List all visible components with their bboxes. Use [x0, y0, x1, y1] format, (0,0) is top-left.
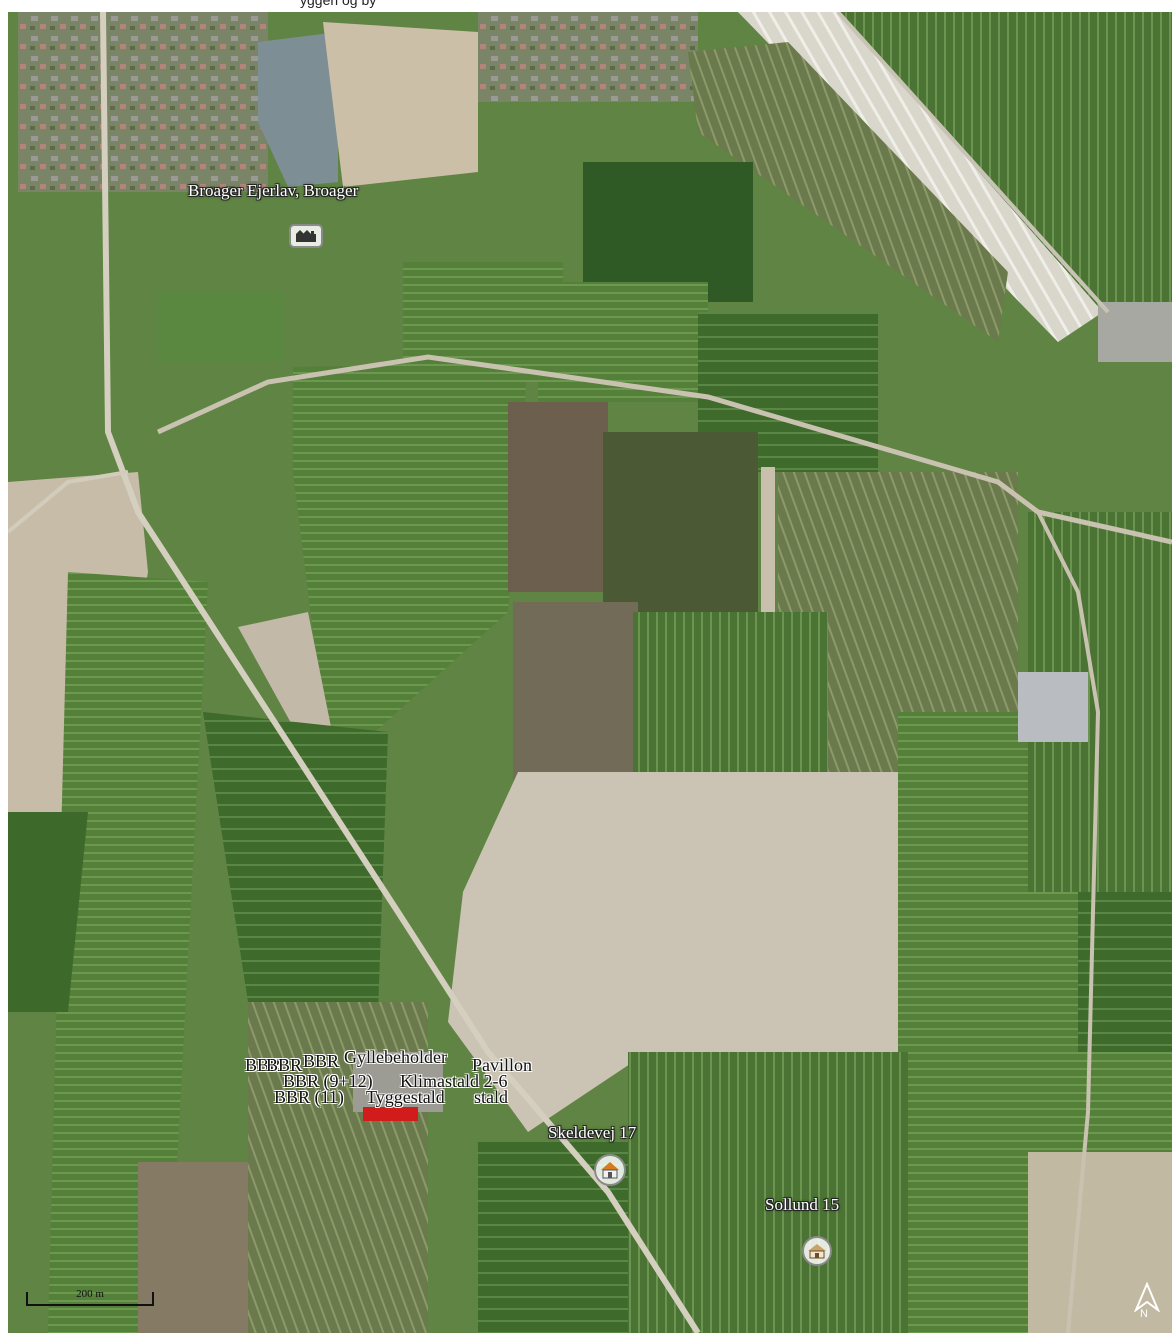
- header-partial-text: yggeri og by: [300, 0, 377, 8]
- place-label-skeldevej: Skeldevej 17: [548, 1123, 637, 1142]
- farmhouse-icon-glyph: [808, 1244, 826, 1259]
- farmhouse-icon[interactable]: [802, 1236, 832, 1266]
- north-arrow-label: N: [1140, 1308, 1148, 1320]
- scale-bar-line: [26, 1292, 154, 1306]
- aerial-map[interactable]: Broager Ejerlav, Broager BBR BBR BBR Gyl…: [8, 12, 1172, 1333]
- town-icon-glyph: [296, 230, 316, 242]
- house-icon[interactable]: [594, 1154, 626, 1186]
- building-label-klimastald: Klimastald 2-6: [400, 1071, 508, 1091]
- place-label-sollund: Sollund 15: [765, 1195, 840, 1214]
- aerial-imagery: [8, 12, 1172, 1333]
- place-label-broager: Broager Ejerlav, Broager: [188, 181, 359, 200]
- house-icon-glyph: [601, 1162, 619, 1179]
- scale-bar-label: 200 m: [76, 1288, 104, 1300]
- building-label-bbr-1: BBR: [245, 1055, 282, 1075]
- building-label-gyllebeholder: Gyllebeholder: [344, 1047, 447, 1067]
- header-strip: yggeri og by: [0, 0, 1172, 12]
- north-arrow: N: [1132, 1282, 1162, 1322]
- north-arrow-icon: [1134, 1282, 1160, 1312]
- building-label-stald: stald: [474, 1087, 508, 1107]
- building-label-pavillon: Pavillon: [472, 1055, 533, 1075]
- building-label-bbr-11: BBR (11): [274, 1087, 344, 1107]
- building-label-bbr-9-12: BBR (9+12): [283, 1071, 373, 1091]
- scale-bar: 200 m: [26, 1288, 154, 1306]
- building-label-bbr-3: BBR: [303, 1051, 340, 1071]
- building-label-tyggestald: Tyggestald: [366, 1087, 445, 1107]
- building-label-bbr-2: BBR: [266, 1055, 303, 1075]
- town-icon[interactable]: [289, 224, 323, 248]
